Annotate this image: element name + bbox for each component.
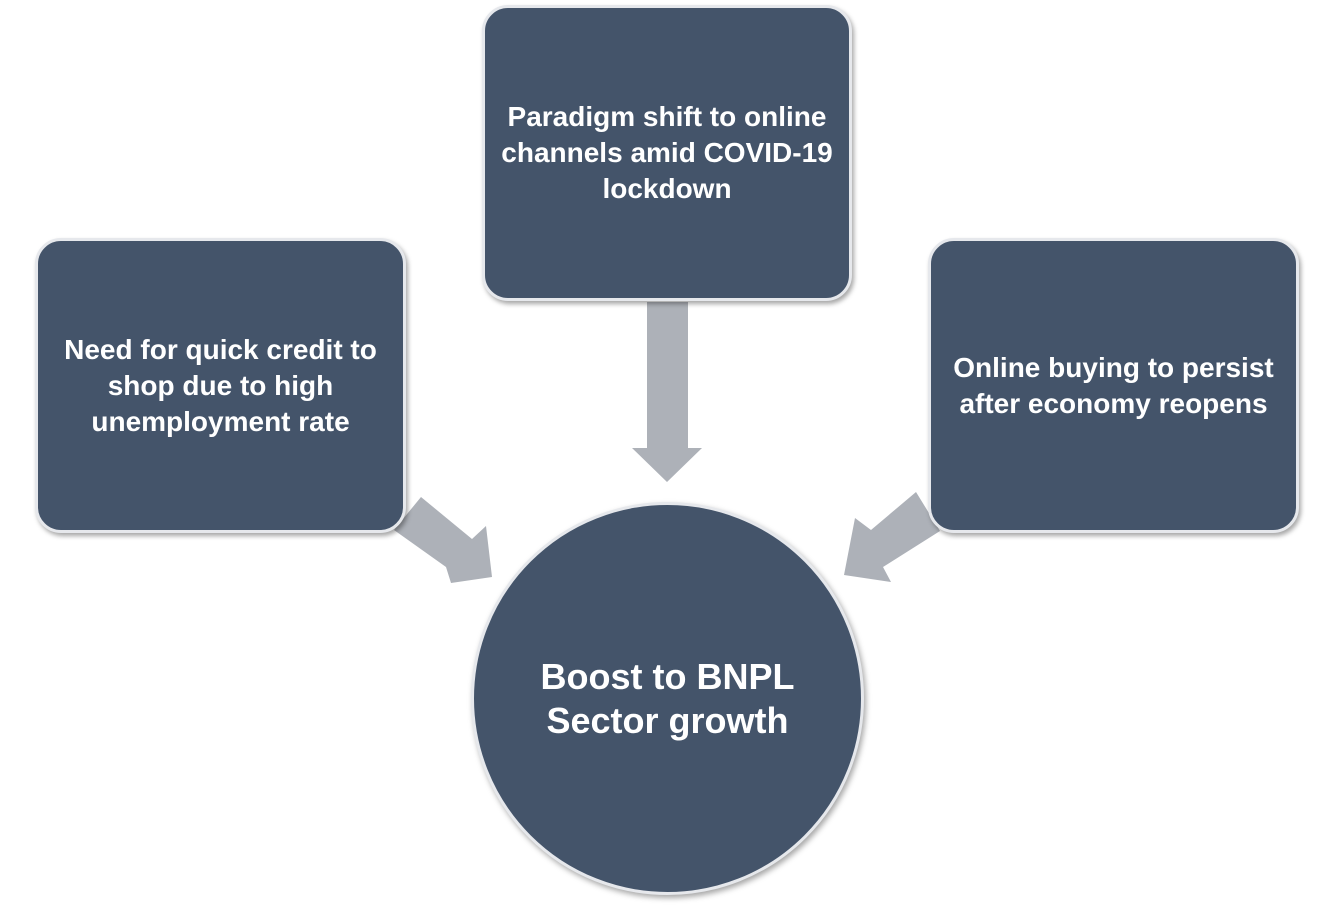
cause-node-online-buying-label: Online buying to persist after economy r… xyxy=(953,351,1274,419)
arrow-left-to-center xyxy=(394,497,492,583)
cause-node-quick-credit: Need for quick credit to shop due to hig… xyxy=(35,238,406,533)
cause-node-online-shift: Paradigm shift to online channels amid C… xyxy=(482,5,852,301)
center-outcome-circle: Boost to BNPL Sector growth xyxy=(471,502,864,895)
arrow-right-to-center xyxy=(844,492,940,582)
cause-node-quick-credit-label: Need for quick credit to shop due to hig… xyxy=(64,333,377,437)
cause-node-online-shift-label: Paradigm shift to online channels amid C… xyxy=(501,101,833,204)
arrow-top-to-center xyxy=(632,302,702,482)
center-outcome-label: Boost to BNPL Sector growth xyxy=(540,655,795,741)
cause-node-online-buying: Online buying to persist after economy r… xyxy=(928,238,1299,533)
